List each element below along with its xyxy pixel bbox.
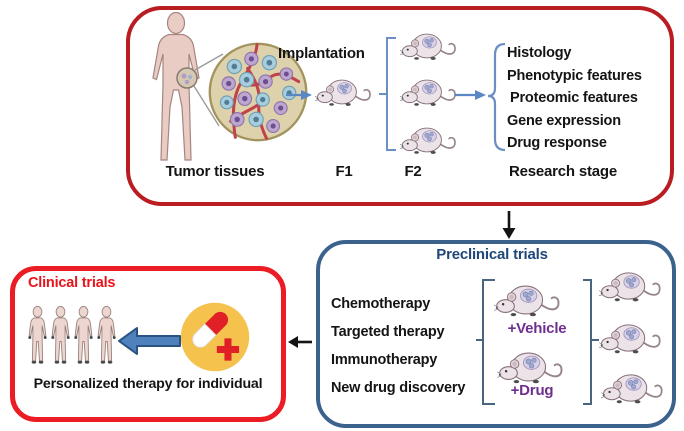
- research-item-drug-response: Drug response: [507, 135, 607, 152]
- therapy-item-immunotherapy: Immunotherapy: [331, 352, 438, 368]
- tumor-tissues-label: Tumor tissues: [165, 163, 265, 180]
- vehicle-label: +Vehicle: [507, 320, 567, 337]
- f1-label: F1: [335, 163, 353, 180]
- tumor-site-icon: [176, 67, 198, 89]
- research-stage-list: Histology Phenotypic features Proteomic …: [507, 42, 642, 155]
- drug-label: +Drug: [510, 382, 554, 399]
- research-item-phenotypic: Phenotypic features: [507, 67, 642, 84]
- top-to-preclinical-arrow: [502, 211, 516, 239]
- tumor-histology-circle-icon: [208, 42, 308, 142]
- preclinical-trials-title: Preclinical trials: [436, 246, 548, 263]
- f2-label: F2: [404, 163, 422, 180]
- patient-group-icon: [27, 306, 117, 365]
- research-item-gene-expression: Gene expression: [507, 112, 621, 129]
- preclinical-to-clinical-arrow: [288, 336, 312, 348]
- pill-capsule-cross-icon: [180, 302, 250, 372]
- therapy-list: Chemotherapy Targeted therapy Immunother…: [331, 290, 465, 402]
- mouse-icon-vehicle: [494, 285, 560, 318]
- research-item-histology: Histology: [507, 45, 572, 61]
- mouse-icon-f2-3: [400, 127, 456, 155]
- mouse-icon-passage-1: [599, 271, 661, 303]
- research-item-proteomic: Proteomic features: [510, 90, 638, 107]
- mouse-icon-f2-2: [400, 79, 456, 107]
- research-stage-label: Research stage: [508, 163, 618, 180]
- patient-silhouette-icon: [152, 12, 200, 161]
- clinical-trials-title: Clinical trials: [28, 275, 116, 291]
- implantation-label: Implantation: [278, 45, 365, 62]
- therapy-item-chemotherapy: Chemotherapy: [331, 296, 431, 312]
- mouse-icon-f2-1: [400, 33, 456, 61]
- mouse-icon-passage-3: [601, 373, 663, 405]
- therapy-item-new-drug: New drug discovery: [331, 380, 466, 396]
- mouse-icon-f1: [315, 79, 371, 107]
- personalized-therapy-caption: Personalized therapy for individual: [33, 376, 263, 392]
- mouse-icon-passage-2: [599, 323, 661, 355]
- therapy-item-targeted: Targeted therapy: [331, 324, 445, 340]
